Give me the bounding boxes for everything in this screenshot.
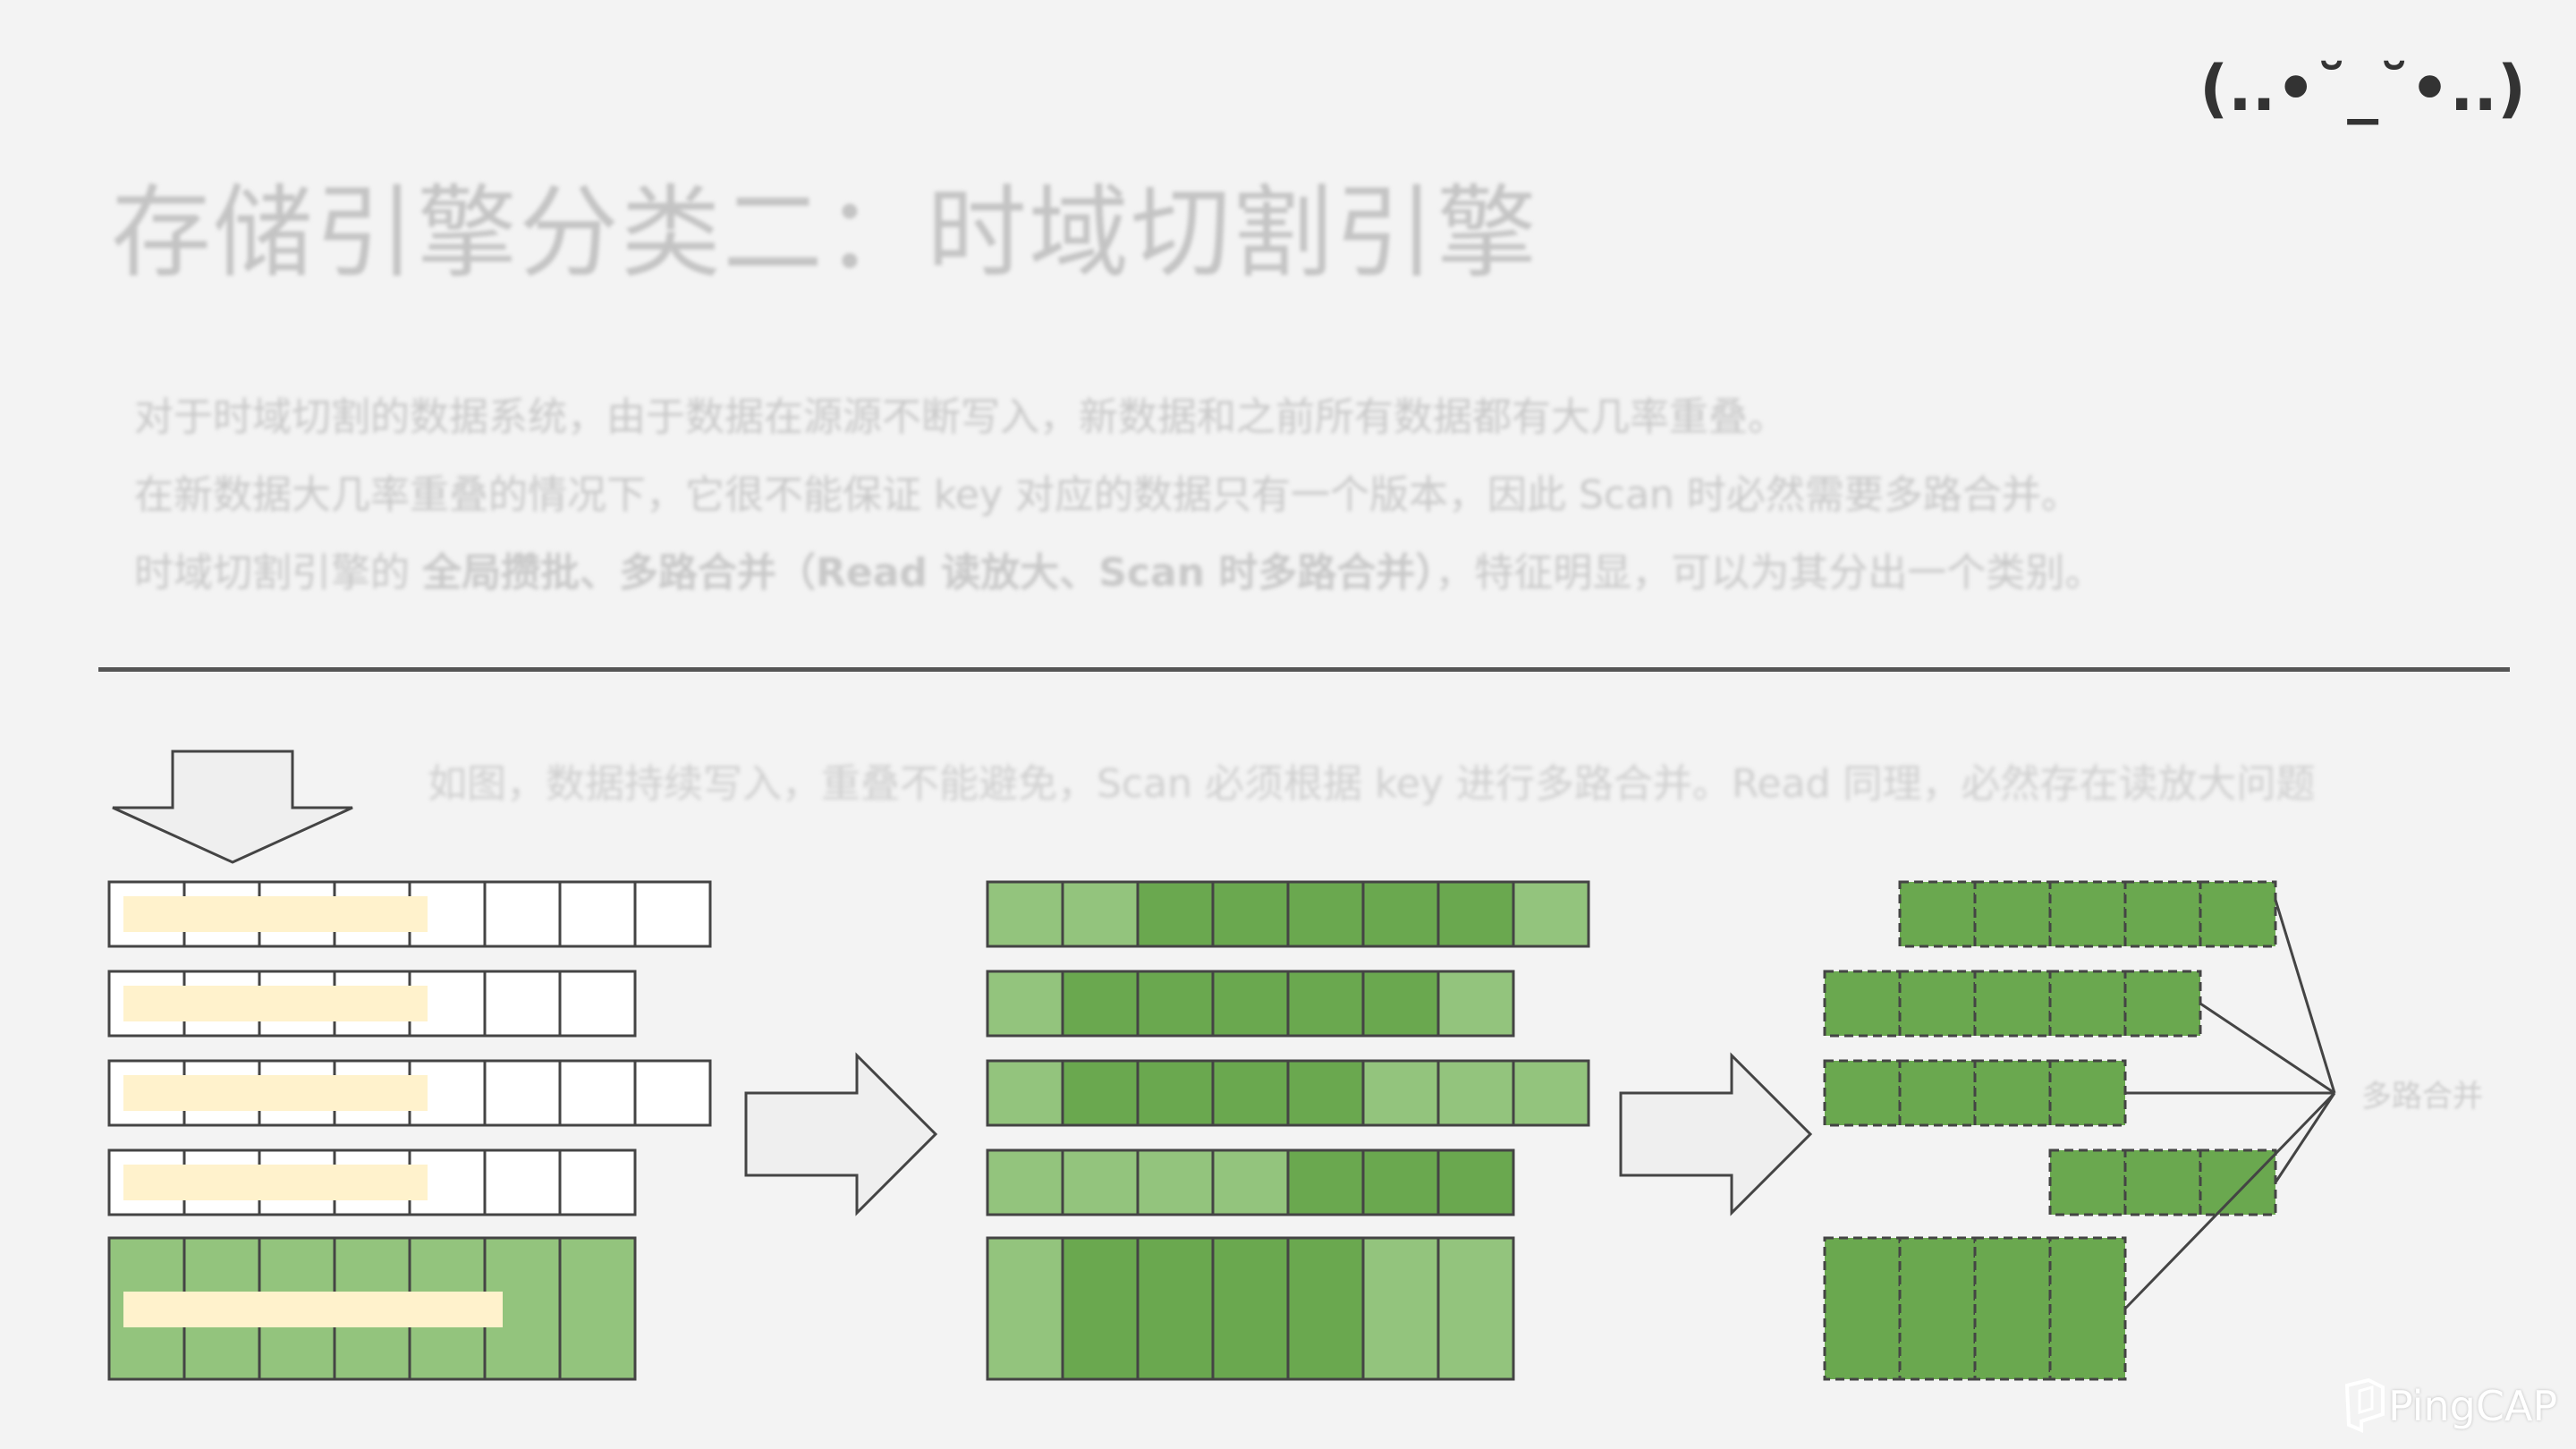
middle-row-cell [1436, 1236, 1515, 1381]
right-run-cell [1973, 1059, 2052, 1127]
right-run-cell [2048, 1059, 2127, 1127]
left-row-cell [633, 1059, 712, 1127]
left-row-cell [558, 1236, 637, 1381]
left-row-cell [558, 1059, 637, 1127]
middle-row-cell [1211, 970, 1290, 1038]
middle-row-cell [1436, 880, 1515, 948]
left-row-cell [633, 880, 712, 948]
middle-row-cell [1436, 970, 1515, 1038]
middle-row-cell [1136, 1236, 1215, 1381]
diagram-caption: 如图，数据持续写入，重叠不能避免，Scan 必须根据 key 进行多路合并。Re… [428, 761, 2316, 807]
right-run-cell [2048, 1236, 2127, 1381]
left-row-cell [558, 970, 637, 1038]
middle-row-cell [1361, 1236, 1440, 1381]
middle-row-cell [1211, 880, 1290, 948]
left-row-cell [558, 1148, 637, 1216]
middle-row-cell [1436, 1059, 1515, 1127]
left-row-highlight [123, 986, 428, 1021]
right-run-cell [2048, 880, 2127, 948]
left-row-highlight [123, 1165, 428, 1200]
middle-row-cell [1061, 970, 1140, 1038]
middle-row-cell [1286, 880, 1365, 948]
middle-row-cell [1061, 1148, 1140, 1216]
right-run-cell [2123, 880, 2202, 948]
description-line-3-bold: 全局攒批、多路合并（Read 读放大、Scan 时多路合并） [422, 550, 1436, 596]
middle-row-cell [1286, 1059, 1365, 1127]
right-run-cell [1823, 1059, 1902, 1127]
middle-row-cell [1211, 1059, 1290, 1127]
middle-row-cell [1436, 1148, 1515, 1216]
incoming-write-arrow [112, 750, 353, 864]
middle-row-cell [986, 1236, 1064, 1381]
middle-row-cell [1512, 1059, 1590, 1127]
middle-row-cell [1361, 880, 1440, 948]
middle-row-cell [1512, 880, 1590, 948]
corner-kaomoji: (..•˘_˘•..) [2199, 52, 2526, 125]
pingcap-logo-icon [2344, 1378, 2385, 1434]
middle-row-cell [1361, 1059, 1440, 1127]
description-line-2: 在新数据大几率重叠的情况下，它很不能保证 key 对应的数据只有一个版本，因此 … [134, 472, 2080, 518]
description-line-3-suffix: ，特征明显，可以为其分出一个类别。 [1435, 550, 2105, 596]
left-row-cell [483, 880, 562, 948]
left-row-cell [483, 970, 562, 1038]
right-run-cell [1973, 970, 2052, 1038]
left-row-cell [483, 1148, 562, 1216]
merge-line [2123, 1091, 2336, 1310]
middle-row-cell [1061, 1236, 1140, 1381]
description-line-1: 对于时域切割的数据系统，由于数据在源源不断写入，新数据和之前所有数据都有大几率重… [134, 394, 1787, 440]
left-row-cell [558, 880, 637, 948]
right-run-cell [2199, 880, 2277, 948]
middle-row-cell [1211, 1236, 1290, 1381]
right-run-cell [1823, 1236, 1902, 1381]
left-row-cell [483, 1059, 562, 1127]
right-run-cell [1898, 880, 1977, 948]
right-run-cell [1973, 880, 2052, 948]
middle-row-cell [986, 1059, 1064, 1127]
middle-row-cell [986, 970, 1064, 1038]
right-run-cell [2123, 1148, 2202, 1216]
middle-row-cell [1361, 970, 1440, 1038]
middle-row-cell [1361, 1148, 1440, 1216]
right-run-cell [1823, 970, 1902, 1038]
right-run-cell [1898, 1059, 1977, 1127]
pingcap-logo: PingCAP [2342, 1377, 2565, 1435]
description-line-3-prefix: 时域切割引擎的 [134, 550, 422, 596]
middle-row-cell [1061, 880, 1140, 948]
section-divider [98, 667, 2510, 672]
right-run-cell [1898, 970, 1977, 1038]
page-title: 存储引擎分类二：时域切割引擎 [111, 175, 1538, 292]
merge-label: 多路合并 [2361, 1079, 2483, 1114]
left-row-highlight [123, 1292, 503, 1327]
middle-row-cell [1136, 1148, 1215, 1216]
middle-row-cell [1136, 970, 1215, 1038]
middle-row-cell [1211, 1148, 1290, 1216]
middle-row-cell [1286, 1148, 1365, 1216]
right-run-cell [1973, 1236, 2052, 1381]
merge-line [2199, 1002, 2335, 1095]
right-run-cell [2123, 970, 2202, 1038]
flush-arrow [744, 1052, 938, 1216]
right-run-cell [2199, 1148, 2277, 1216]
middle-row-cell [986, 880, 1064, 948]
middle-row-cell [1061, 1059, 1140, 1127]
right-run-cell [1898, 1236, 1977, 1381]
middle-row-cell [1136, 880, 1215, 948]
merge-line [2274, 1092, 2336, 1183]
left-row-highlight [123, 1075, 428, 1111]
middle-row-cell [1286, 1236, 1365, 1381]
description-line-3: 时域切割引擎的 全局攒批、多路合并（Read 读放大、Scan 时多路合并），特… [134, 540, 2104, 597]
middle-row-cell [986, 1148, 1064, 1216]
merge-line [2274, 899, 2336, 1094]
left-row-highlight [123, 896, 428, 932]
merge-stage-arrow [1619, 1052, 1813, 1216]
pingcap-logo-text: PingCAP [2388, 1382, 2558, 1430]
right-run-cell [2048, 970, 2127, 1038]
middle-row-cell [1136, 1059, 1215, 1127]
middle-row-cell [1286, 970, 1365, 1038]
right-run-cell [2048, 1148, 2127, 1216]
